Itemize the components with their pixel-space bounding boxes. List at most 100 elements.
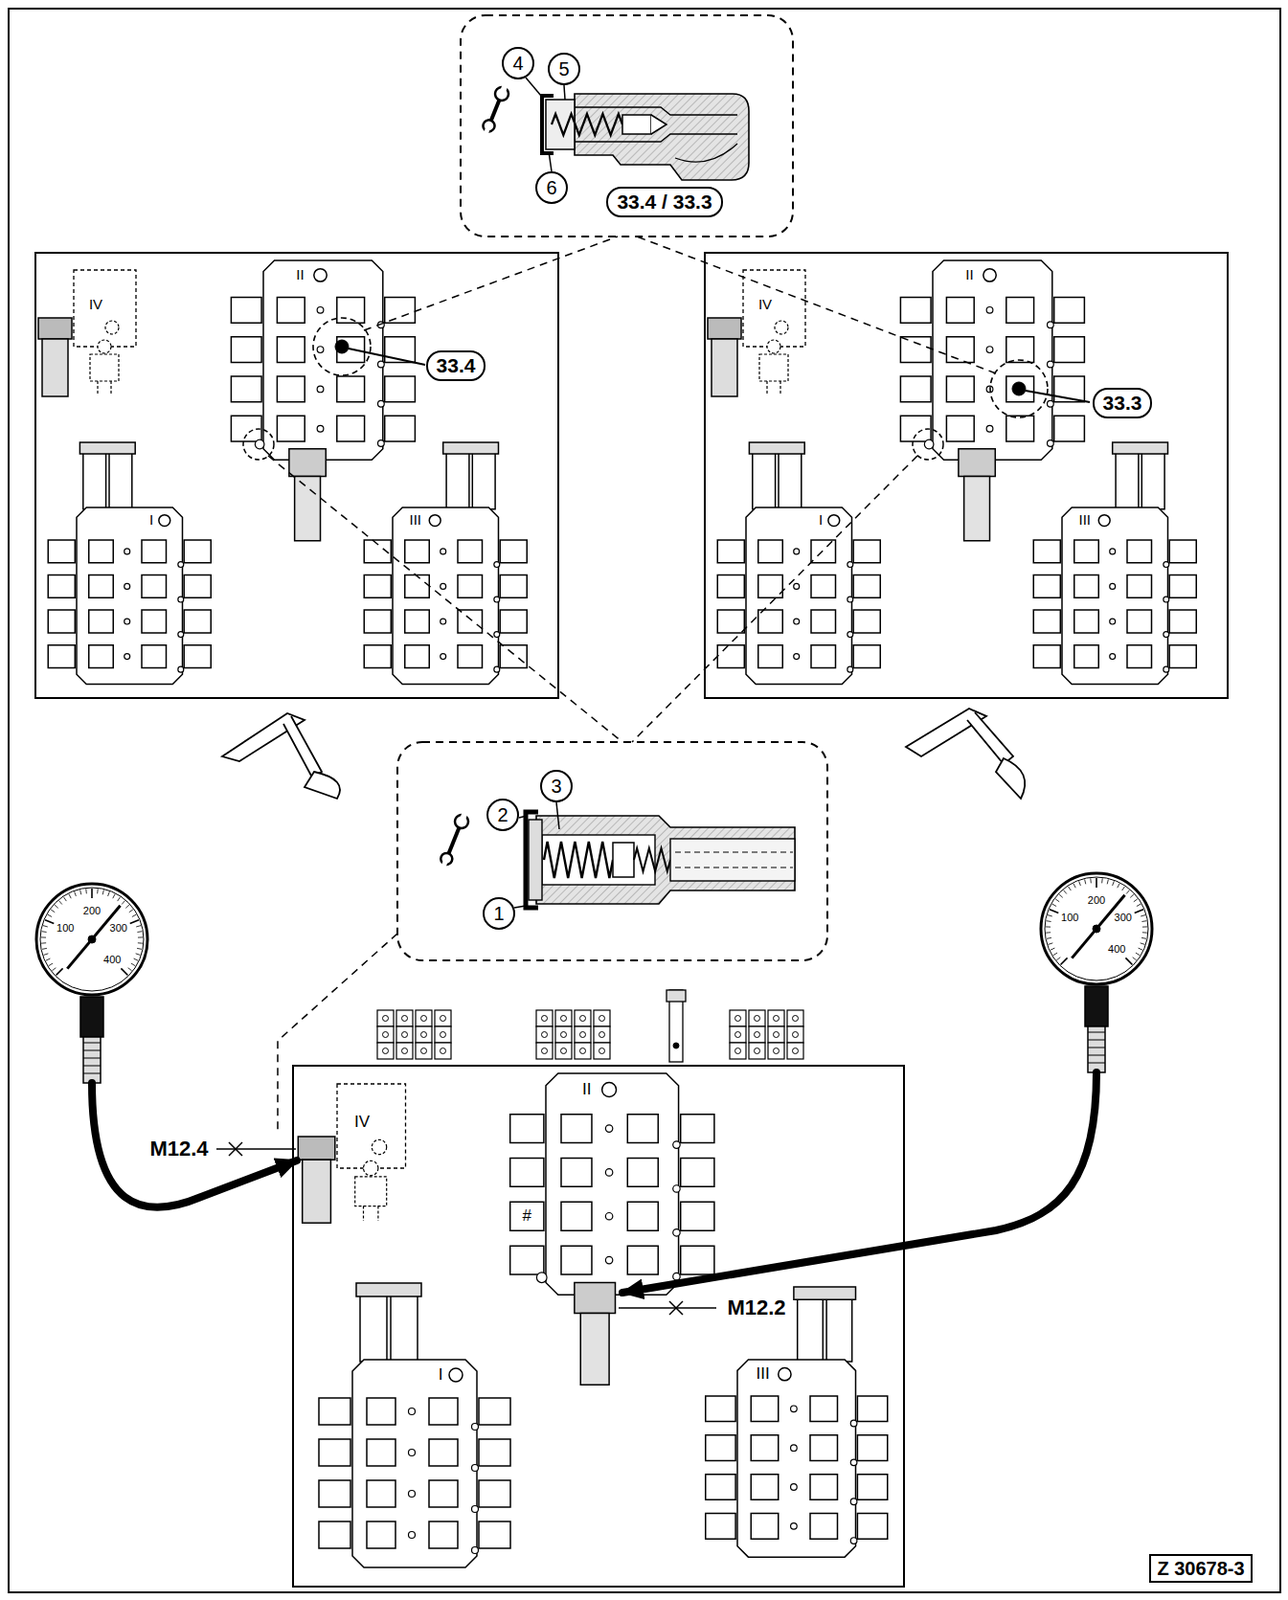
fitting-thread [1087, 1047, 1106, 1049]
test-point-cross [669, 1301, 683, 1315]
bolt [408, 1408, 416, 1416]
spool-cap [627, 1114, 658, 1144]
bolt [408, 1449, 416, 1457]
fitting-thread [83, 1073, 101, 1075]
port-circle [97, 339, 112, 354]
spool-cap [405, 575, 430, 599]
spool-cap [811, 575, 837, 599]
spool-cap [141, 540, 167, 564]
gauge-tick [121, 901, 125, 905]
bolt [124, 618, 131, 625]
solenoid-tower [446, 451, 470, 510]
gauge-scale: 300 [1113, 911, 1133, 924]
block-name: I [148, 512, 155, 529]
spool-cap [366, 1398, 396, 1425]
solenoid-tower [360, 1292, 387, 1362]
leader-line [548, 151, 552, 172]
connector-pin [402, 1032, 408, 1039]
bolt [378, 400, 385, 407]
gauge-tick [1063, 890, 1067, 895]
bolt [673, 1272, 680, 1280]
spool-cap [680, 1114, 715, 1144]
callout-text: 33.3 [1103, 391, 1143, 414]
spool-cap [1054, 337, 1085, 363]
spool-cap [366, 1439, 396, 1467]
spool-cap [141, 575, 167, 599]
excavator-bucket [995, 758, 1025, 799]
valve-body [737, 1359, 857, 1558]
detail-circle [243, 429, 274, 460]
valve-block [363, 442, 527, 684]
poppet-cone [651, 114, 667, 135]
test-fitting-head [707, 317, 742, 339]
bolt [986, 306, 994, 314]
spool-cap [384, 296, 416, 323]
wrench-jaw [452, 813, 471, 831]
spool-cap [510, 1245, 544, 1275]
solenoid-cap [793, 1287, 857, 1300]
solenoid-connector [748, 1026, 766, 1043]
spool-cap [946, 415, 974, 442]
valve-channel [675, 143, 738, 162]
connector-pin [542, 1016, 548, 1022]
panel-frame [293, 1065, 904, 1587]
detail-link [268, 455, 623, 743]
solenoid-connector [729, 1042, 746, 1060]
bolt [605, 1169, 612, 1176]
lock-nut [525, 812, 539, 908]
spool-cap [429, 1521, 458, 1549]
spool-cap [900, 337, 931, 363]
test-fitting-stem [711, 338, 738, 397]
connector-pin [383, 1032, 389, 1039]
spool-cap [1006, 296, 1035, 323]
spool-cap [363, 575, 391, 599]
spool-cap [141, 645, 167, 669]
gauge-fitting [83, 1037, 101, 1084]
valve-block [705, 1287, 888, 1558]
gauge-tick [1129, 894, 1134, 898]
marker-dot [1012, 382, 1026, 396]
wrench-icon [436, 811, 471, 870]
fitting-thread [83, 1058, 101, 1060]
spool-cap [478, 1439, 511, 1467]
gauge-tick [1047, 915, 1053, 917]
connector-pin [542, 1048, 548, 1055]
detail-link [636, 236, 996, 374]
solenoid-connector [768, 1026, 785, 1043]
spool-cap [405, 645, 430, 669]
test-fitting-head [289, 449, 326, 477]
valve-block [47, 442, 211, 684]
connector-pin [383, 1016, 389, 1022]
bolt [793, 548, 800, 555]
gauge-tick [59, 901, 63, 905]
gauge-tick [1056, 957, 1061, 961]
bolt [850, 1537, 858, 1545]
spool-cap [89, 645, 114, 669]
bolt [1163, 596, 1170, 603]
spool-cap [758, 610, 784, 633]
bolt [254, 439, 265, 450]
spool-cap [717, 645, 745, 669]
solenoid-tower [390, 1292, 418, 1362]
valve-block [230, 260, 415, 542]
bolt [1047, 321, 1055, 329]
gauge-tick [117, 897, 121, 902]
spool-cap [750, 1474, 779, 1501]
fitting-thread [1087, 1055, 1106, 1057]
gauge-tick [45, 958, 51, 961]
spool-cap [457, 645, 483, 669]
solenoid-connector [787, 1010, 804, 1027]
port-circle [429, 515, 441, 527]
spool-cap [717, 575, 745, 599]
valve-block [900, 260, 1085, 542]
test-point-line [216, 1148, 296, 1151]
spool-cap [1033, 610, 1061, 633]
leader-line [348, 348, 426, 365]
leader-line [564, 85, 565, 100]
spool-cap [337, 376, 365, 403]
gauge-tick [85, 888, 88, 894]
spool-cap [276, 376, 305, 403]
leader-line [1025, 390, 1090, 403]
callout-text: 6 [545, 177, 557, 199]
port-circle [105, 320, 119, 335]
